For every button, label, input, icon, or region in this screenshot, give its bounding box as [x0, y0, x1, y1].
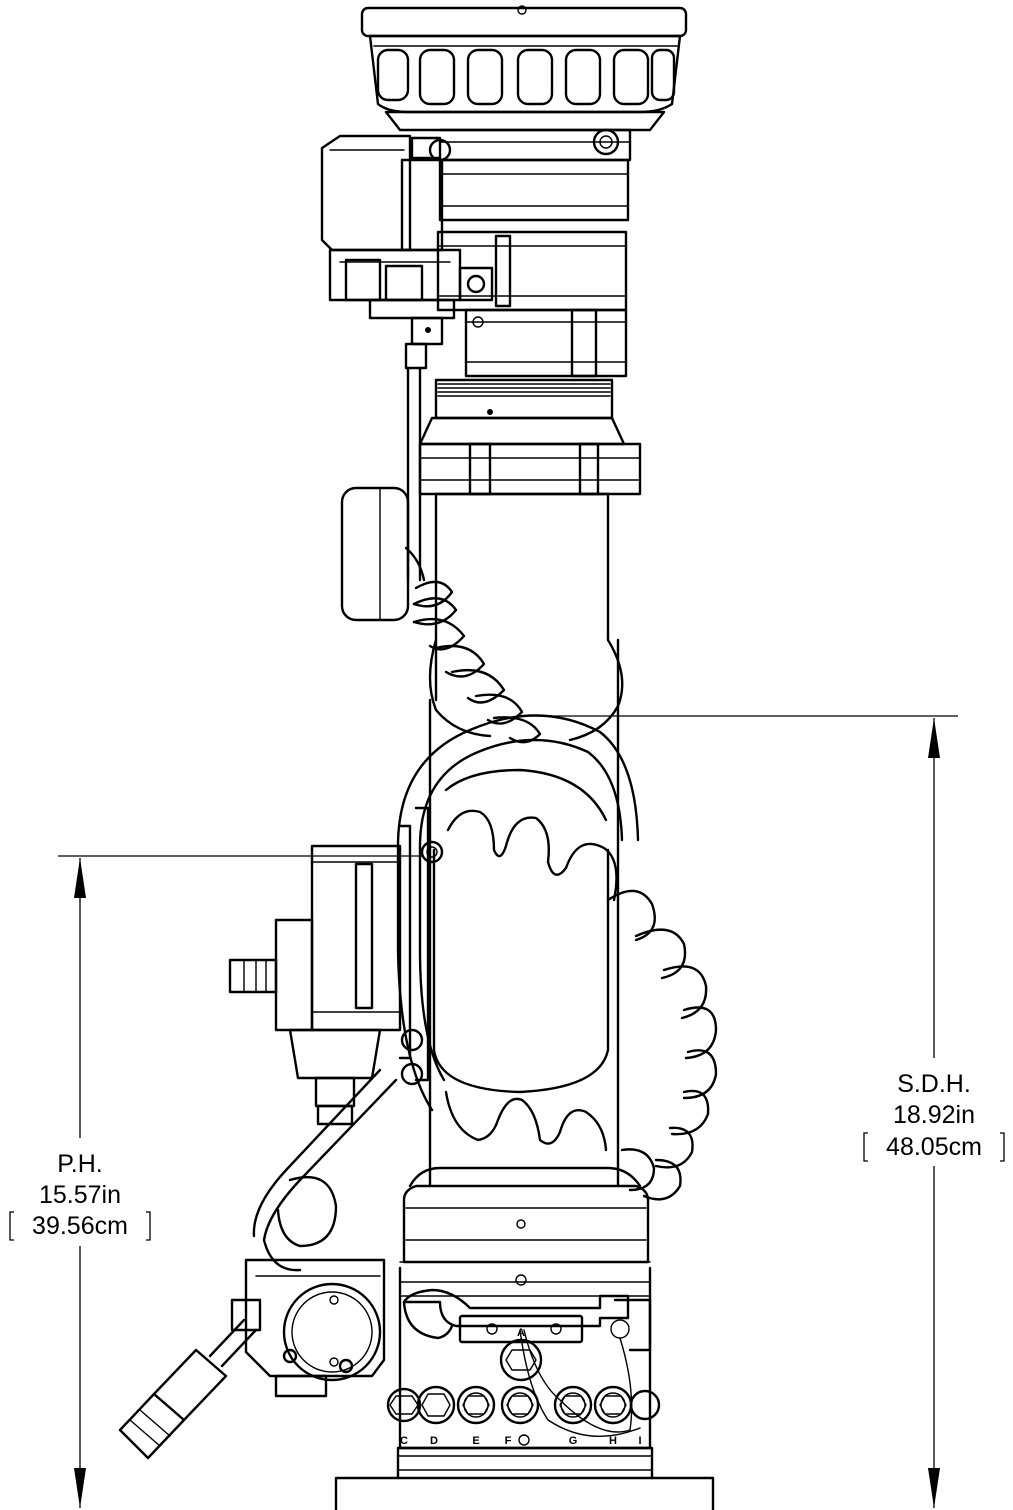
port-label-f: F	[505, 1435, 512, 1447]
grip-bumpers	[376, 48, 676, 106]
port-plug	[386, 1387, 422, 1423]
sdh-label: S.D.H.	[897, 1070, 971, 1098]
port-label-c: C	[400, 1435, 408, 1447]
control-enclosure	[228, 806, 444, 1272]
ph-label: P.H.	[57, 1150, 102, 1178]
sdh-dimension-label: S.D.H. 18.92in 48.05cm	[863, 1070, 1005, 1162]
port-label-g: G	[569, 1435, 578, 1447]
port-plug	[456, 1385, 496, 1425]
monitor-body	[396, 494, 642, 1188]
port-label-e: E	[472, 1435, 479, 1447]
dimension-sdh	[542, 715, 958, 1508]
port-manifold	[398, 1184, 652, 1450]
ph-metric-value: 39.56cm	[32, 1212, 128, 1240]
port-plug	[553, 1385, 593, 1425]
port-plug	[593, 1385, 633, 1425]
remote-control-puck	[340, 486, 426, 622]
port-label-h: H	[609, 1435, 617, 1447]
ph-dimension-label: P.H. 15.57in 39.56cm	[9, 1150, 151, 1241]
coiled-cable-upper	[412, 580, 542, 744]
coiled-cable-right	[606, 889, 718, 1201]
base-mount	[334, 1446, 715, 1510]
sdh-metric-value: 48.05cm	[886, 1133, 982, 1161]
port-label-i: I	[638, 1435, 641, 1447]
port-plug	[500, 1385, 540, 1425]
port-plug-a	[499, 1338, 543, 1382]
sdh-imperial-value: 18.92in	[893, 1101, 975, 1129]
port-plug	[416, 1385, 456, 1425]
dimension-ph	[58, 855, 424, 1508]
valve-actuator	[118, 1258, 386, 1460]
nozzle-head	[360, 5, 688, 132]
lanyard-cable	[519, 1329, 641, 1437]
port-plug	[629, 1389, 661, 1421]
port-label-d: D	[430, 1435, 438, 1447]
ph-imperial-value: 15.57in	[39, 1181, 121, 1209]
wrench	[402, 1274, 652, 1352]
upper-couplings	[418, 128, 642, 496]
